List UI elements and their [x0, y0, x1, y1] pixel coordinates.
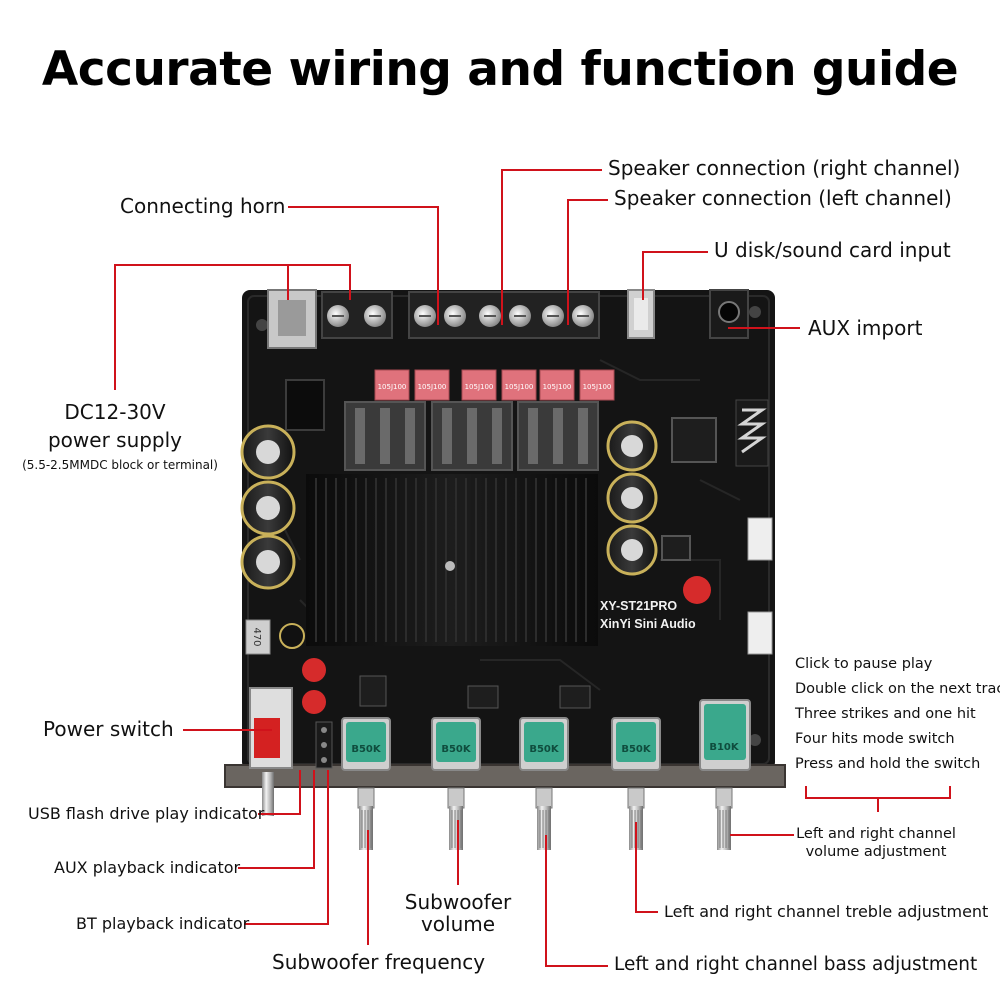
potentiometer-code: B10K [709, 742, 740, 753]
label-bass-adjust: Left and right channel bass adjustment [614, 954, 978, 975]
bluetooth-antenna-icon [735, 399, 769, 467]
page-title: Accurate wiring and function guide [41, 42, 959, 97]
svg-text:470: 470 [251, 627, 262, 646]
dc-barrel-jack [285, 379, 325, 431]
film-capacitor: 105J100 [374, 369, 410, 401]
label-sub-volume-2: volume [420, 912, 496, 936]
label-dc-power-note: (5.5-2.5MMDC block or terminal) [22, 458, 218, 472]
label-aux-import: AUX import [808, 316, 923, 340]
knob-function-item: Double click on the next track [795, 681, 1000, 697]
film-capacitor-code: 105J100 [583, 383, 612, 391]
film-capacitor-code: 105J100 [465, 383, 494, 391]
film-capacitor-code: 105J100 [543, 383, 572, 391]
potentiometer-code: B50K [441, 744, 472, 755]
label-volume-adjust-2: volume adjustment [805, 844, 947, 860]
label-sub-volume-1: Subwoofer [404, 890, 512, 914]
small-red-capacitors [279, 623, 326, 714]
film-capacitor-row: 105J100 105J100 105J100 105J100 105J100 105J1… [374, 369, 615, 401]
smd-capacitor-470: 470 [245, 619, 271, 655]
film-capacitor-code: 105J100 [505, 383, 534, 391]
heatsink [306, 474, 598, 646]
label-aux-indicator: AUX playback indicator [54, 858, 241, 877]
screw-terminal-icon [321, 291, 600, 339]
film-capacitor: 105J100 [501, 369, 537, 401]
potentiometer-knob[interactable]: B50K [519, 717, 569, 850]
potentiometer-row: B50K B50K B50K B50K B10K [341, 699, 751, 850]
film-capacitor: 105J100 [539, 369, 575, 401]
label-speaker-right: Speaker connection (right channel) [608, 156, 961, 180]
label-treble-adjust: Left and right channel treble adjustment [664, 902, 989, 921]
label-usb-indicator: USB flash drive play indicator [28, 804, 265, 823]
dc-jack-port [267, 289, 317, 349]
label-connecting-horn: Connecting horn [120, 194, 286, 218]
label-power-switch: Power switch [43, 717, 174, 741]
board-maker-text: XinYi Sini Audio [600, 617, 696, 631]
label-udisk-input: U disk/sound card input [714, 238, 951, 262]
label-sub-frequency: Subwoofer frequency [272, 950, 486, 974]
knob-function-item: Click to pause play [795, 656, 933, 672]
potentiometer-code: B50K [529, 744, 560, 755]
film-capacitor: 105J100 [461, 369, 497, 401]
film-capacitor: 105J100 [579, 369, 615, 401]
label-speaker-left: Speaker connection (left channel) [614, 186, 952, 210]
leader-lines [114, 169, 800, 967]
indicator-leds [315, 721, 333, 769]
label-bt-indicator: BT playback indicator [76, 914, 250, 933]
knob-function-item: Press and hold the switch [795, 756, 981, 772]
film-capacitor: 105J100 [414, 369, 450, 401]
power-toggle-switch[interactable] [249, 687, 293, 816]
electrolytic-capacitors-left [240, 424, 296, 590]
knob-function-list: Click to pause play Double click on the … [795, 652, 1000, 777]
usb-port-icon [627, 289, 655, 339]
electrolytic-capacitors-right [606, 420, 711, 604]
label-dc-power-1: DC12-30V [64, 400, 166, 424]
label-volume-adjust-1: Left and right channel [796, 826, 956, 842]
film-capacitor-code: 105J100 [418, 383, 447, 391]
label-dc-power-2: power supply [47, 428, 183, 452]
potentiometer-knob[interactable]: B50K [341, 717, 391, 850]
inductor-blocks [344, 401, 599, 471]
knob-function-item: Four hits mode switch [795, 731, 955, 747]
potentiometer-knob[interactable]: B10K [699, 699, 751, 850]
board-model-text: XY-ST21PRO [600, 599, 677, 613]
film-capacitor-code: 105J100 [378, 383, 407, 391]
potentiometer-knob[interactable]: B50K [431, 717, 481, 850]
potentiometer-knob[interactable]: B50K [611, 717, 661, 850]
potentiometer-code: B50K [621, 744, 652, 755]
side-connectors [747, 517, 773, 655]
knob-function-item: Three strikes and one hit [795, 706, 976, 722]
function-bracket [805, 786, 951, 812]
audio-jack-icon [709, 289, 749, 339]
potentiometer-code: B50K [351, 744, 382, 755]
ic-chips [359, 417, 717, 709]
